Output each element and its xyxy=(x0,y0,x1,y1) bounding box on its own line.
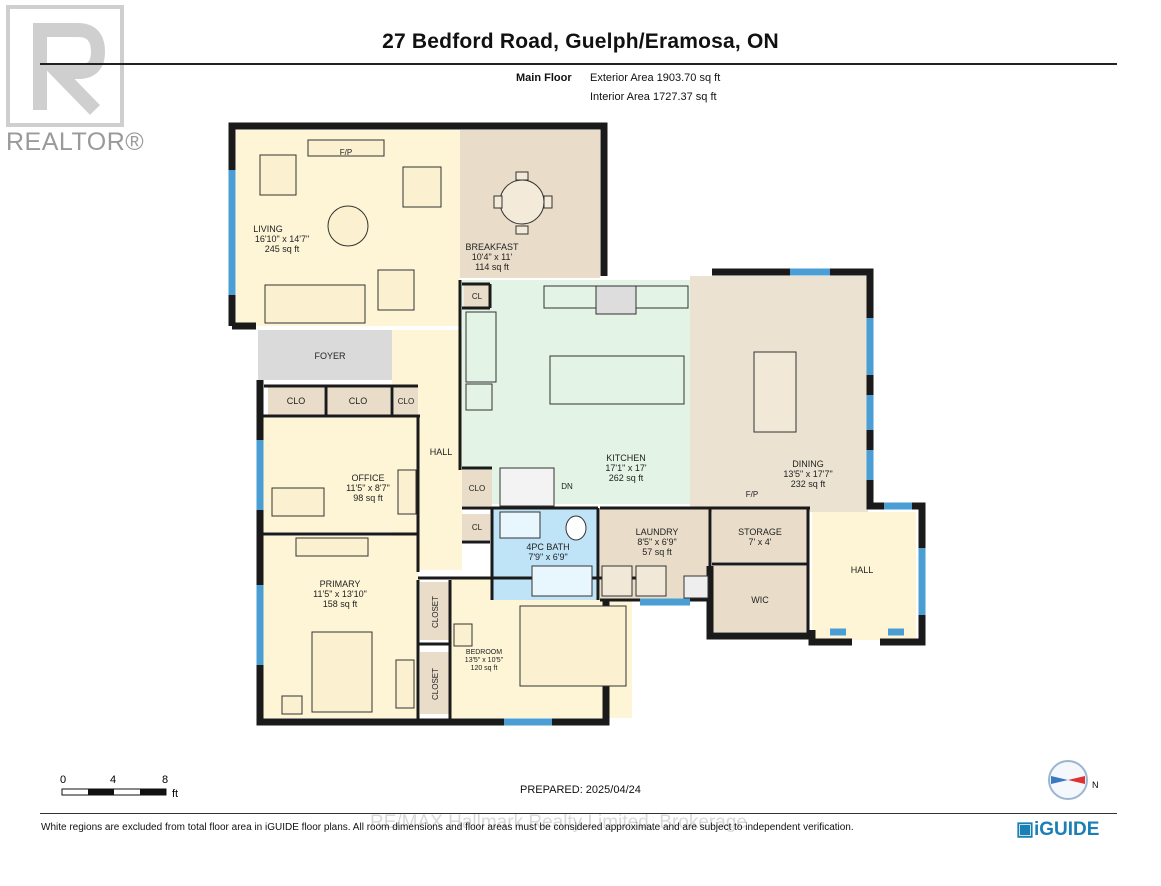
clo-label-3: CLO xyxy=(398,397,414,406)
scale-tick-8: 8 xyxy=(162,774,168,786)
hall-right-name: HALL xyxy=(851,565,874,575)
living-name: LIVING xyxy=(253,224,283,234)
room-wic xyxy=(712,566,808,632)
laundry-area: 57 sq ft xyxy=(642,547,672,557)
office-name: OFFICE xyxy=(352,473,385,483)
disclaimer-text: White regions are excluded from total fl… xyxy=(41,822,854,833)
storage-name: STORAGE xyxy=(738,527,782,537)
footer-divider xyxy=(40,813,1117,814)
foyer-name: FOYER xyxy=(314,351,346,361)
closet-label-1: CLOSET xyxy=(431,596,440,628)
closet-clo-hall xyxy=(462,470,492,506)
closet-cl-hall xyxy=(462,514,490,540)
bath-dims: 7'9" x 6'9" xyxy=(528,552,567,562)
clo-label-1: CLO xyxy=(287,396,306,406)
room-hall-right xyxy=(812,512,916,640)
fp-dining-label: F/P xyxy=(746,490,758,499)
clo-label-hall: CLO xyxy=(469,484,485,493)
clo-label-2: CLO xyxy=(349,396,368,406)
primary-dims: 11'5" x 13'10" xyxy=(313,589,367,599)
windows xyxy=(228,170,926,726)
breakfast-name: BREAKFAST xyxy=(465,242,519,252)
scale-tick-0: 0 xyxy=(60,774,66,786)
compass-north: N xyxy=(1092,780,1099,790)
scale-bar: 0 4 8 ft xyxy=(60,774,178,800)
kitchen-dims: 17'1" x 17' xyxy=(605,463,646,473)
dining-dims: 13'5" x 17'7" xyxy=(783,469,832,479)
cl-label-hall: CL xyxy=(472,523,483,532)
closet-clo-3 xyxy=(394,386,418,416)
iguide-logo: ▣iGUIDE xyxy=(1016,818,1099,841)
living-area: 245 sq ft xyxy=(265,244,300,254)
primary-name: PRIMARY xyxy=(320,579,361,589)
primary-area: 158 sq ft xyxy=(323,599,358,609)
bath-name: 4PC BATH xyxy=(526,542,569,552)
dining-area: 232 sq ft xyxy=(791,479,826,489)
breakfast-dims: 10'4" x 11' xyxy=(472,252,513,262)
interior-walls xyxy=(262,280,810,720)
room-foyer xyxy=(258,330,392,380)
dn-label: DN xyxy=(561,482,573,491)
interior-area: Interior Area 1727.37 sq ft xyxy=(590,91,717,103)
closet-clo-2 xyxy=(326,386,390,416)
office-area: 98 sq ft xyxy=(353,493,383,503)
kitchen-area: 262 sq ft xyxy=(609,473,644,483)
prepared-date: PREPARED: 2025/04/24 xyxy=(520,784,641,796)
room-storage xyxy=(712,508,808,562)
laundry-dims: 8'5" x 6'9" xyxy=(637,537,676,547)
closet-clo-1 xyxy=(268,386,324,416)
laundry-name: LAUNDRY xyxy=(636,527,679,537)
closet-primary-1 xyxy=(420,582,450,640)
floor-label: Main Floor xyxy=(516,72,572,84)
realtor-logo xyxy=(6,5,124,127)
closet-label-2: CLOSET xyxy=(431,668,440,700)
hall-center-name: HALL xyxy=(430,447,453,457)
office-dims: 11'5" x 8'7" xyxy=(346,483,390,493)
realtor-watermark-text: REALTOR® xyxy=(6,128,145,156)
bedroom-name: BEDROOM xyxy=(466,649,502,656)
closet-primary-2 xyxy=(420,652,450,714)
plan-title: 27 Bedford Road, Guelph/Eramosa, ON xyxy=(382,30,779,53)
breakfast-area: 114 sq ft xyxy=(475,262,509,272)
cl-label-kitchen: CL xyxy=(472,292,483,301)
wic-name: WIC xyxy=(751,595,769,605)
compass-icon: N xyxy=(1048,760,1099,800)
living-dims: 16'10" x 14'7" xyxy=(255,234,309,244)
furniture xyxy=(259,139,797,715)
header-divider xyxy=(40,63,1117,65)
bedroom-area: 120 sq ft xyxy=(471,665,498,672)
dining-name: DINING xyxy=(792,459,824,469)
kitchen-name: KITCHEN xyxy=(606,453,646,463)
brokerage-watermark: RE/MAX Hallmark Realty Limited, Brokerag… xyxy=(370,812,747,833)
bedroom-dims: 13'5" x 10'5" xyxy=(465,657,504,664)
scale-unit: ft xyxy=(172,788,178,800)
exterior-area: Exterior Area 1903.70 sq ft xyxy=(590,72,721,84)
fp-living-label: F/P xyxy=(340,148,352,157)
storage-dims: 7' x 4' xyxy=(749,537,772,547)
brand-mark-icon: ▣ xyxy=(1016,819,1034,840)
scale-tick-4: 4 xyxy=(110,774,116,786)
brand-text: iGUIDE xyxy=(1033,819,1100,840)
closet-cl-kitchen xyxy=(464,284,490,308)
